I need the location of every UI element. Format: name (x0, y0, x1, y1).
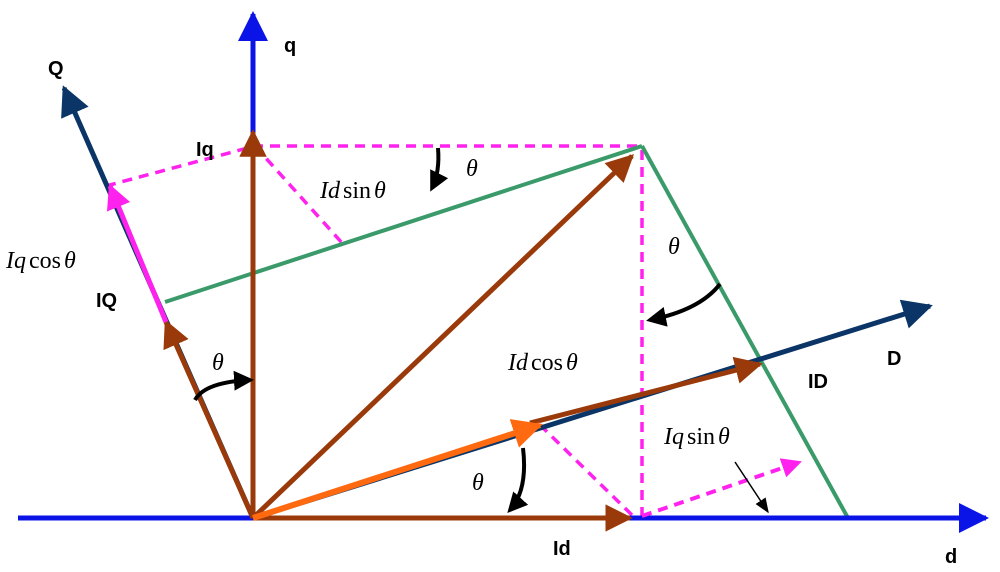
idsin-perpendicular-dashed-line (253, 144, 345, 246)
iq-label: Iq (196, 139, 214, 161)
iq-sin-coef: Iq (663, 424, 684, 450)
iq-cos-vector (107, 183, 169, 323)
id-sin-fn: sin (343, 178, 371, 204)
green-line-upper (164, 144, 643, 304)
id-sin-var: θ (374, 178, 386, 204)
id-cos-vector (252, 419, 543, 521)
iq-cos-coef: Iq (5, 248, 26, 274)
angle-arrows (193, 147, 722, 513)
D-axis-label: D (887, 348, 901, 370)
IQ-label: IQ (96, 290, 117, 312)
q-projection-dashed-line (105, 144, 256, 188)
iq-sin-fn: sin (687, 424, 715, 450)
iq-cos-fn: cos (29, 248, 61, 274)
resultant-current-vector (251, 154, 634, 520)
theta-arrow-top (430, 147, 449, 192)
q-axis-label: q (284, 35, 296, 57)
theta-arrow-right (646, 282, 722, 327)
iq-cos-var: θ (64, 248, 76, 274)
theta-arrow-bottom (507, 447, 529, 513)
current-vectors (163, 129, 763, 532)
Q-axis-label: Q (48, 58, 64, 80)
IQ-vector-segment (163, 319, 256, 520)
ID-label: ID (808, 371, 828, 393)
theta-label-bottom: θ (472, 470, 484, 496)
iq-sin-var: θ (718, 424, 730, 450)
id-sin-coef: Id (319, 178, 341, 204)
d-axis-label: d (945, 546, 957, 568)
id-to-D-dashed-line (536, 421, 634, 517)
theta-label-top: θ (466, 156, 478, 182)
id-cos-fn: cos (531, 350, 563, 376)
theta-label-right: θ (668, 234, 680, 260)
ID-vector-segment (529, 356, 763, 426)
id-cos-coef: Id (507, 350, 529, 376)
iq-sin-pointer (734, 461, 769, 514)
theta-arrow-origin (193, 370, 254, 402)
theta-label-origin: θ (212, 350, 224, 376)
id-label: Id (553, 538, 571, 560)
id-cos-var: θ (566, 350, 578, 376)
green-line-right (640, 145, 850, 519)
iq-sin-vector (641, 458, 802, 518)
projection-lines (105, 144, 644, 518)
construction-lines (164, 144, 850, 519)
